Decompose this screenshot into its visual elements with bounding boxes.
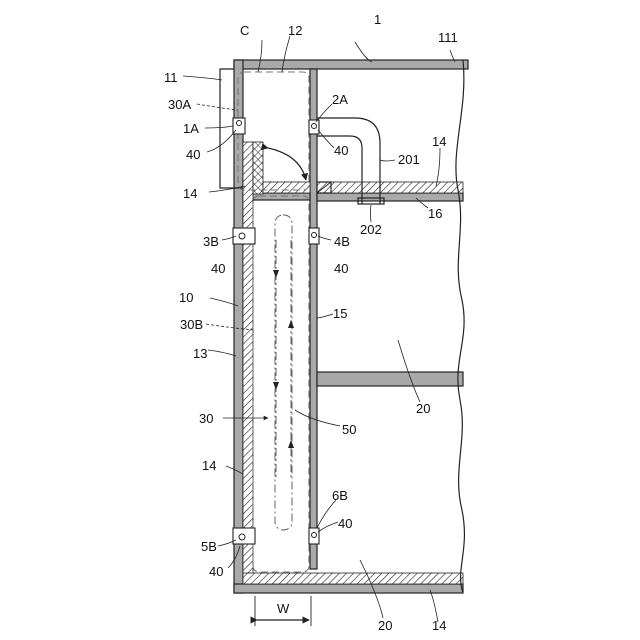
label-2A: 2A [332,92,348,107]
label-30B: 30B [180,317,203,332]
label-50: 50 [342,422,356,437]
label-30A: 30A [168,97,191,112]
label-W: W [277,601,290,616]
label-14-a: 14 [432,134,446,149]
label-30: 30 [199,411,213,426]
label-5B: 5B [201,539,217,554]
label-13: 13 [193,346,207,361]
break-line [456,60,465,593]
partition-wall [310,69,317,569]
label-1: 1 [374,12,381,27]
label-40-d: 40 [334,261,348,276]
label-10: 10 [179,290,193,305]
label-6B: 6B [332,488,348,503]
label-16: 16 [428,206,442,221]
label-201: 201 [398,152,420,167]
label-15: 15 [333,306,347,321]
insulation-floor-left [263,182,310,193]
label-20-a: 20 [416,401,430,416]
insulation-upper [253,142,263,194]
label-4B: 4B [334,234,350,249]
label-40-a: 40 [186,147,200,162]
bottom-slab [234,584,463,593]
insulation-wall [243,142,253,575]
outer-wall [234,60,243,593]
label-40-e: 40 [338,516,352,531]
label-40-b: 40 [334,143,348,158]
roof-slab [234,60,468,69]
label-C: C [240,23,249,38]
insulation-bottom [243,573,463,584]
label-14-d: 14 [432,618,446,633]
label-14-c: 14 [202,458,216,473]
label-40-c: 40 [211,261,225,276]
insulation-floor-upper [317,182,463,193]
frame-30B [253,196,309,572]
flow-loop [275,215,292,530]
label-111: 111 [438,30,458,45]
floor-slab-upper [317,193,463,201]
label-3B: 3B [203,234,219,249]
label-14-b: 14 [183,186,197,201]
label-12: 12 [288,23,302,38]
label-1A: 1A [183,121,199,136]
floor-slab-middle [317,372,463,386]
label-20-b: 20 [378,618,392,633]
label-202: 202 [360,222,382,237]
label-11: 11 [164,70,178,85]
label-40-f: 40 [209,564,223,579]
